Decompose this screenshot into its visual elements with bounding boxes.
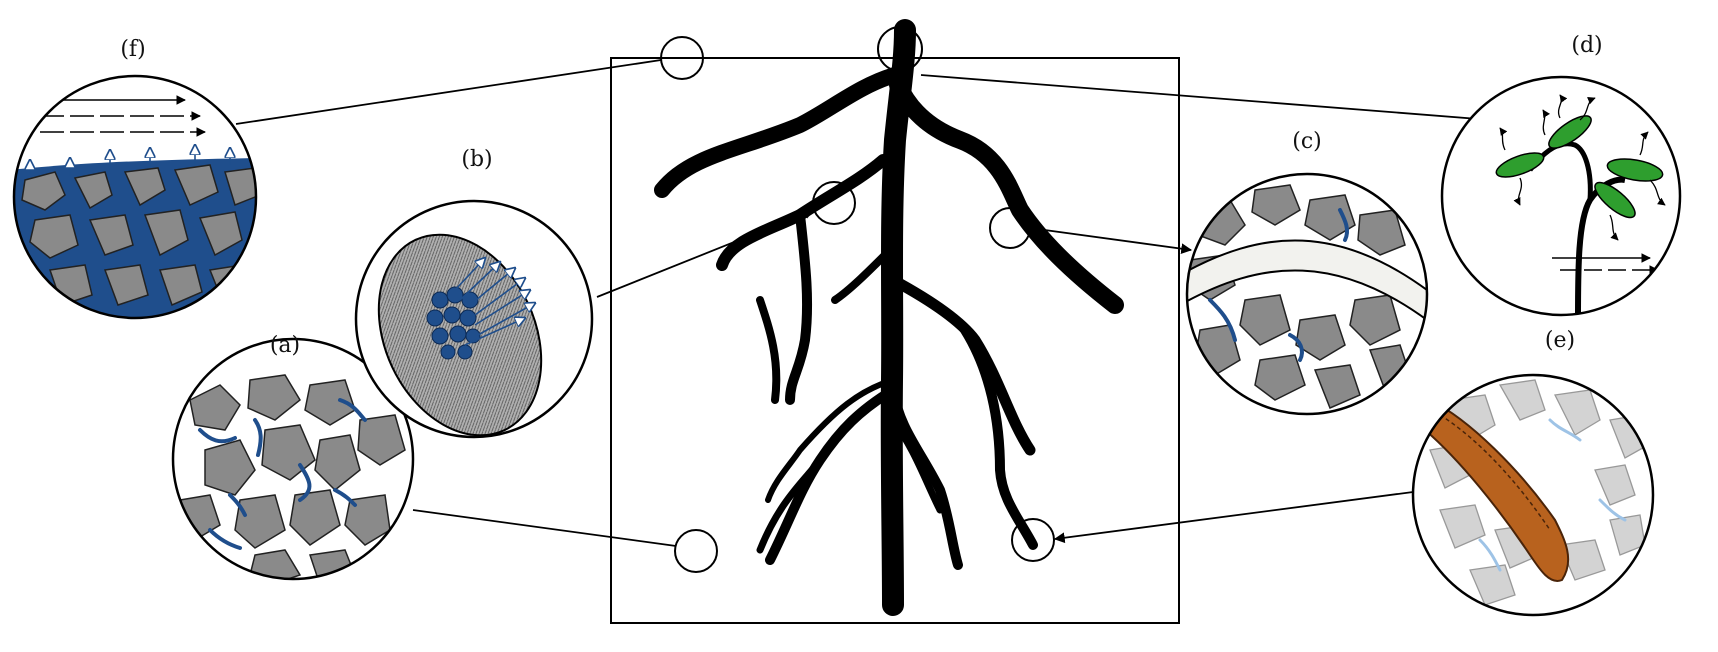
marker-d	[877, 26, 923, 72]
marker-f	[660, 36, 704, 80]
panel-b: (b)	[354, 147, 594, 439]
root-system	[654, 19, 1124, 616]
marker-a	[674, 529, 718, 573]
panel-c: (c)	[1185, 129, 1429, 416]
label-e: (e)	[1545, 328, 1575, 353]
label-a: (a)	[270, 333, 300, 358]
connector-lines	[235, 59, 1492, 547]
label-d: (d)	[1571, 33, 1602, 58]
panel-f: (f)	[12, 37, 258, 320]
panel-d: (d)	[1440, 33, 1682, 317]
label-f: (f)	[120, 37, 145, 62]
label-c: (c)	[1292, 129, 1322, 154]
marker-b	[812, 181, 856, 225]
zoom-markers	[660, 26, 1055, 573]
label-b: (b)	[461, 147, 492, 172]
panel-e: (e)	[1411, 328, 1655, 617]
